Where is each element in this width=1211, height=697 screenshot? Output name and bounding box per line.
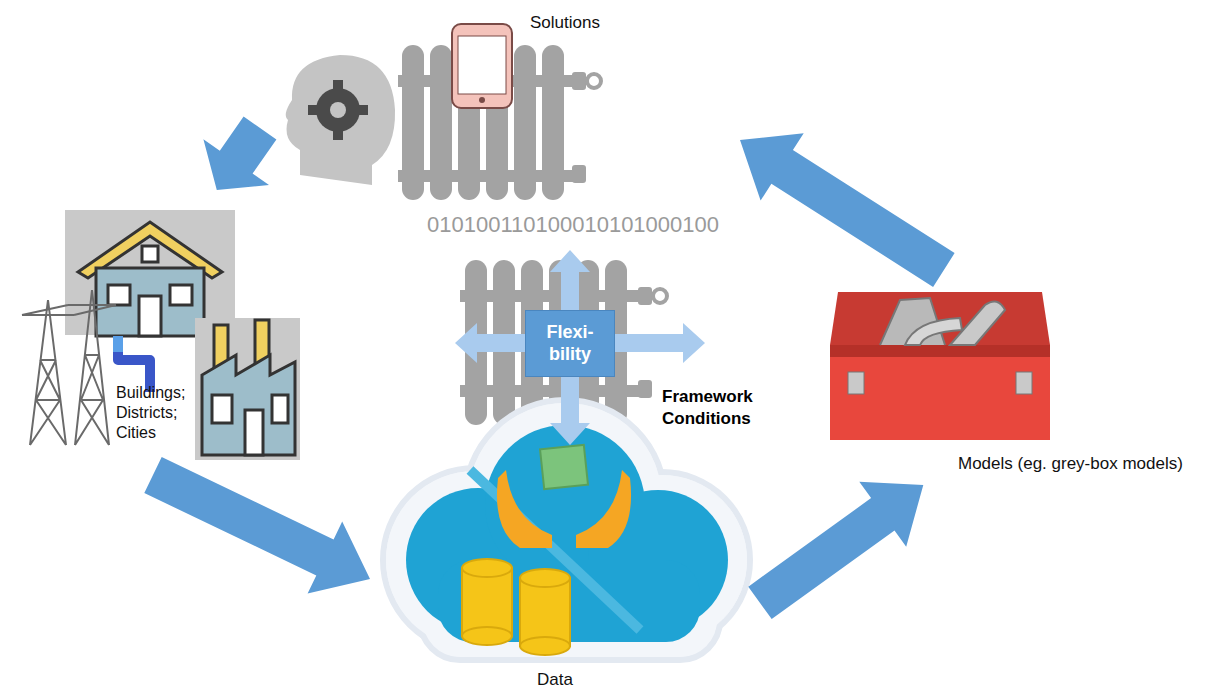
- flexibility-box: Flexi- bility: [525, 310, 615, 377]
- solutions-group: Solutions 010100110100010101000100: [260, 8, 740, 248]
- pipe: [118, 336, 150, 392]
- buildings-group: Buildings; Districts; Cities: [0, 190, 255, 475]
- house-icon: [65, 210, 235, 336]
- flow-arrow: [748, 482, 923, 619]
- flow-arrow: [740, 133, 955, 287]
- flow-arrow: [203, 117, 276, 190]
- flow-arrow: [144, 457, 370, 594]
- power-pylons: [22, 290, 116, 445]
- node-text: 010100110100010101000100: [427, 211, 719, 239]
- data-group: Data: [370, 395, 760, 692]
- node-label: Data: [537, 669, 573, 690]
- node-label: Flexi- bility: [537, 321, 603, 366]
- head-icon: [286, 55, 395, 185]
- node-label: Solutions: [530, 12, 600, 33]
- node-label: Buildings; Districts; Cities: [116, 383, 206, 443]
- phone-icon: [452, 24, 512, 108]
- models-group: Models (eg. grey-box models): [800, 270, 1211, 485]
- framework-label: Framework Conditions: [662, 386, 787, 430]
- toolbox-icon: [830, 292, 1050, 440]
- factory-icon: [195, 318, 300, 460]
- node-label: Models (eg. grey-box models): [958, 453, 1183, 474]
